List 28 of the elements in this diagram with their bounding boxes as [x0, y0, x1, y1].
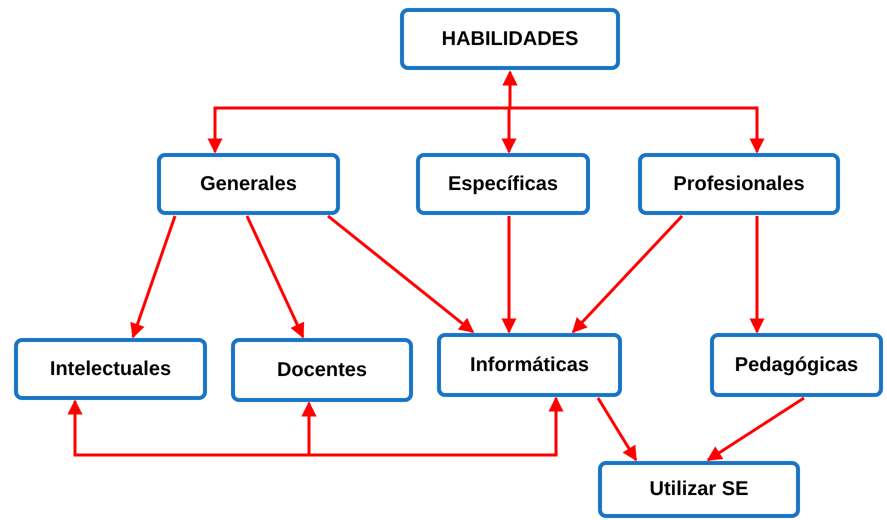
process-box — [598, 461, 800, 518]
box-label: Utilizar SE — [650, 478, 748, 501]
arrow — [706, 396, 805, 462]
box-label: Generales — [200, 172, 297, 196]
box-label: Pedagógicas — [734, 354, 858, 376]
box-label: Informáticas — [470, 354, 589, 376]
arrow — [246, 215, 304, 338]
box-label: Profesionales — [673, 172, 805, 196]
process-box — [157, 153, 340, 215]
process-box — [437, 333, 622, 397]
process-box — [710, 333, 883, 397]
arrow — [572, 214, 684, 334]
box-label: Docentes — [276, 358, 368, 382]
arrow — [130, 216, 176, 338]
process-box — [400, 8, 620, 70]
process-box — [14, 338, 207, 400]
arrow — [596, 397, 638, 462]
arrow — [302, 396, 564, 456]
arrow — [502, 70, 764, 154]
process-box — [231, 338, 413, 402]
box-label: Específicas — [448, 172, 558, 196]
process-box — [638, 153, 840, 215]
box-label: Intelectuales — [50, 358, 172, 380]
arrow — [750, 216, 764, 334]
arrow — [327, 214, 474, 334]
process-box — [416, 153, 590, 215]
arrow — [502, 216, 516, 334]
box-label: HABILIDADES — [442, 28, 578, 50]
